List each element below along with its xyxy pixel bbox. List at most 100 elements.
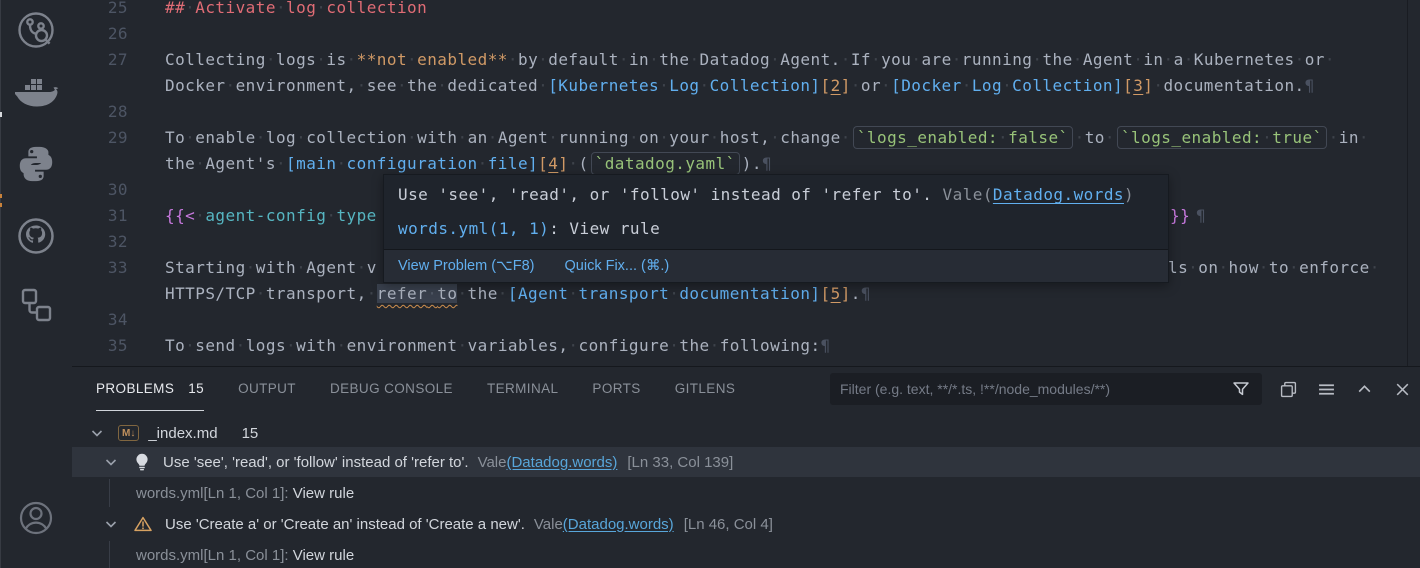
code-segment: ·by·default·in·the·Datadog·Agent.·If·you… [507, 50, 1335, 69]
editor-line[interactable]: HTTPS/TCP·transport,·refer·to·the·[Agent… [72, 281, 1420, 307]
activity-bar [0, 0, 72, 568]
code-segment: [main·configuration·file] [286, 154, 539, 173]
editor-line[interactable]: 30 [72, 177, 1420, 203]
panel-tab-gitlens[interactable]: GITLENS [675, 367, 736, 411]
problem-message: Use 'see', 'read', or 'follow' instead o… [163, 453, 469, 471]
code-segment: 5 [830, 284, 841, 303]
code-segment: `logs_enabled:·true` [1116, 126, 1327, 149]
panel-tab-output[interactable]: OUTPUT [238, 367, 296, 411]
code-segment: ·or· [850, 76, 892, 95]
close-panel-icon[interactable] [1394, 381, 1411, 403]
python-icon[interactable] [15, 143, 57, 190]
line-number: 33 [107, 258, 128, 277]
lightbulb-icon [134, 453, 150, 471]
code-segment: ] [840, 76, 851, 95]
code-segment: ] [840, 284, 851, 303]
problem-rule-link[interactable]: (Datadog.words) [506, 453, 618, 471]
code-segment: ). [741, 154, 762, 173]
editor-line[interactable]: 26 [72, 21, 1420, 47]
code-segment: [ [1123, 76, 1134, 95]
code-segment: . [850, 284, 861, 303]
hover-message: Use 'see', 'read', or 'follow' instead o… [384, 175, 1168, 213]
git-graph-search-icon[interactable] [14, 8, 58, 57]
editor-line[interactable]: 25##·Activate·log·collection [72, 0, 1420, 21]
panel-tab-debug-console[interactable]: DEBUG CONSOLE [330, 367, 453, 411]
view-problem-action[interactable]: View Problem (⌥F8) [398, 258, 535, 274]
code-segment: ¶ [860, 284, 871, 303]
problem-detail-row[interactable]: words.yml[Ln 1, Col 1]: View rule [72, 541, 1420, 568]
detail-text: View rule [292, 546, 355, 564]
line-number: 29 [107, 128, 128, 147]
problem-location: [Ln 46, Col 4] [683, 515, 773, 533]
hover-text: View rule [569, 219, 661, 238]
code-segment: [Kubernetes·Log·Collection] [548, 76, 821, 95]
editor-line[interactable]: 31{{<·agent-config·type}}¶ [72, 203, 1420, 229]
code-segment: ¶ [820, 336, 831, 355]
account-icon[interactable] [16, 498, 56, 543]
line-number: 25 [107, 0, 128, 17]
line-number: 32 [107, 232, 128, 251]
hover-actions: View Problem (⌥F8) Quick Fix... (⌘.) [384, 249, 1168, 282]
code-segment: HTTPS/TCP·transport,· [165, 284, 377, 303]
code-segment: Docker·environment,·see·the·dedicated· [165, 76, 549, 95]
problem-detail-row[interactable]: words.yml[Ln 1, Col 1]: View rule [72, 479, 1420, 507]
detail-prefix: words.yml[Ln 1, Col 1]: [136, 484, 293, 502]
code-segment: ·the· [457, 284, 508, 303]
problem-rule-link[interactable]: (Datadog.words) [562, 515, 674, 533]
hover-text: : [549, 219, 570, 238]
maximize-panel-icon[interactable] [1356, 381, 1373, 403]
code-segment: 2 [830, 76, 841, 95]
editor-line[interactable]: 28 [72, 99, 1420, 125]
file-name: _index.md [148, 424, 218, 442]
view-as-list-icon[interactable] [1318, 381, 1335, 403]
problems-filter-input[interactable] [830, 373, 1262, 405]
quick-fix-action[interactable]: Quick Fix... (⌘.) [564, 258, 670, 274]
line-number: 34 [107, 310, 128, 329]
hover-rule-link[interactable]: words.yml(1, 1): View rule [384, 213, 1168, 249]
tree-indent-guide [109, 541, 110, 568]
chevron-down-icon[interactable] [104, 517, 118, 531]
rule-link[interactable]: Datadog.words [992, 185, 1124, 204]
chevron-down-icon[interactable] [90, 426, 104, 440]
code-segment: [Docker·Log·Collection] [891, 76, 1124, 95]
editor-line[interactable]: the·Agent's·[main·configuration·file][4]… [72, 151, 1420, 177]
code-segment: Starting·with·Agent·v [165, 258, 377, 277]
edge-marker [0, 194, 2, 198]
chevron-down-icon[interactable] [104, 455, 118, 469]
filter-funnel-icon[interactable] [1232, 380, 1250, 403]
editor-line[interactable]: Docker·environment,·see·the·dedicated·[K… [72, 73, 1420, 99]
problem-source: Vale [533, 515, 563, 533]
panel-tab-terminal[interactable]: TERMINAL [487, 367, 558, 411]
code-segment: **not·enabled** [356, 50, 508, 69]
docker-icon[interactable] [13, 75, 59, 118]
collapse-all-icon[interactable] [1280, 381, 1297, 403]
code-segment: ] [1143, 76, 1154, 95]
code-segment: ·to· [1074, 128, 1115, 147]
code-segment: 3 [1133, 76, 1144, 95]
editor-line[interactable]: 34 [72, 307, 1420, 333]
code-segment: }} [1170, 206, 1191, 225]
code-segment: the·Agent's· [165, 154, 287, 173]
problem-row[interactable]: Use 'Create a' or 'Create an' instead of… [72, 509, 1420, 539]
line-number: 26 [107, 24, 128, 43]
problem-source: Vale [477, 453, 507, 471]
hover-text: Use 'see', 'read', or 'follow' instead o… [398, 185, 943, 204]
panel-tab-ports[interactable]: PORTS [592, 367, 640, 411]
remote-explorer-icon[interactable] [16, 285, 56, 330]
code-segment: ¶ [1196, 206, 1207, 225]
editor-line[interactable]: 32 [72, 229, 1420, 255]
tab-label: GITLENS [674, 381, 736, 396]
github-icon[interactable] [14, 214, 58, 263]
problem-row[interactable]: Use 'see', 'read', or 'follow' instead o… [72, 447, 1420, 477]
